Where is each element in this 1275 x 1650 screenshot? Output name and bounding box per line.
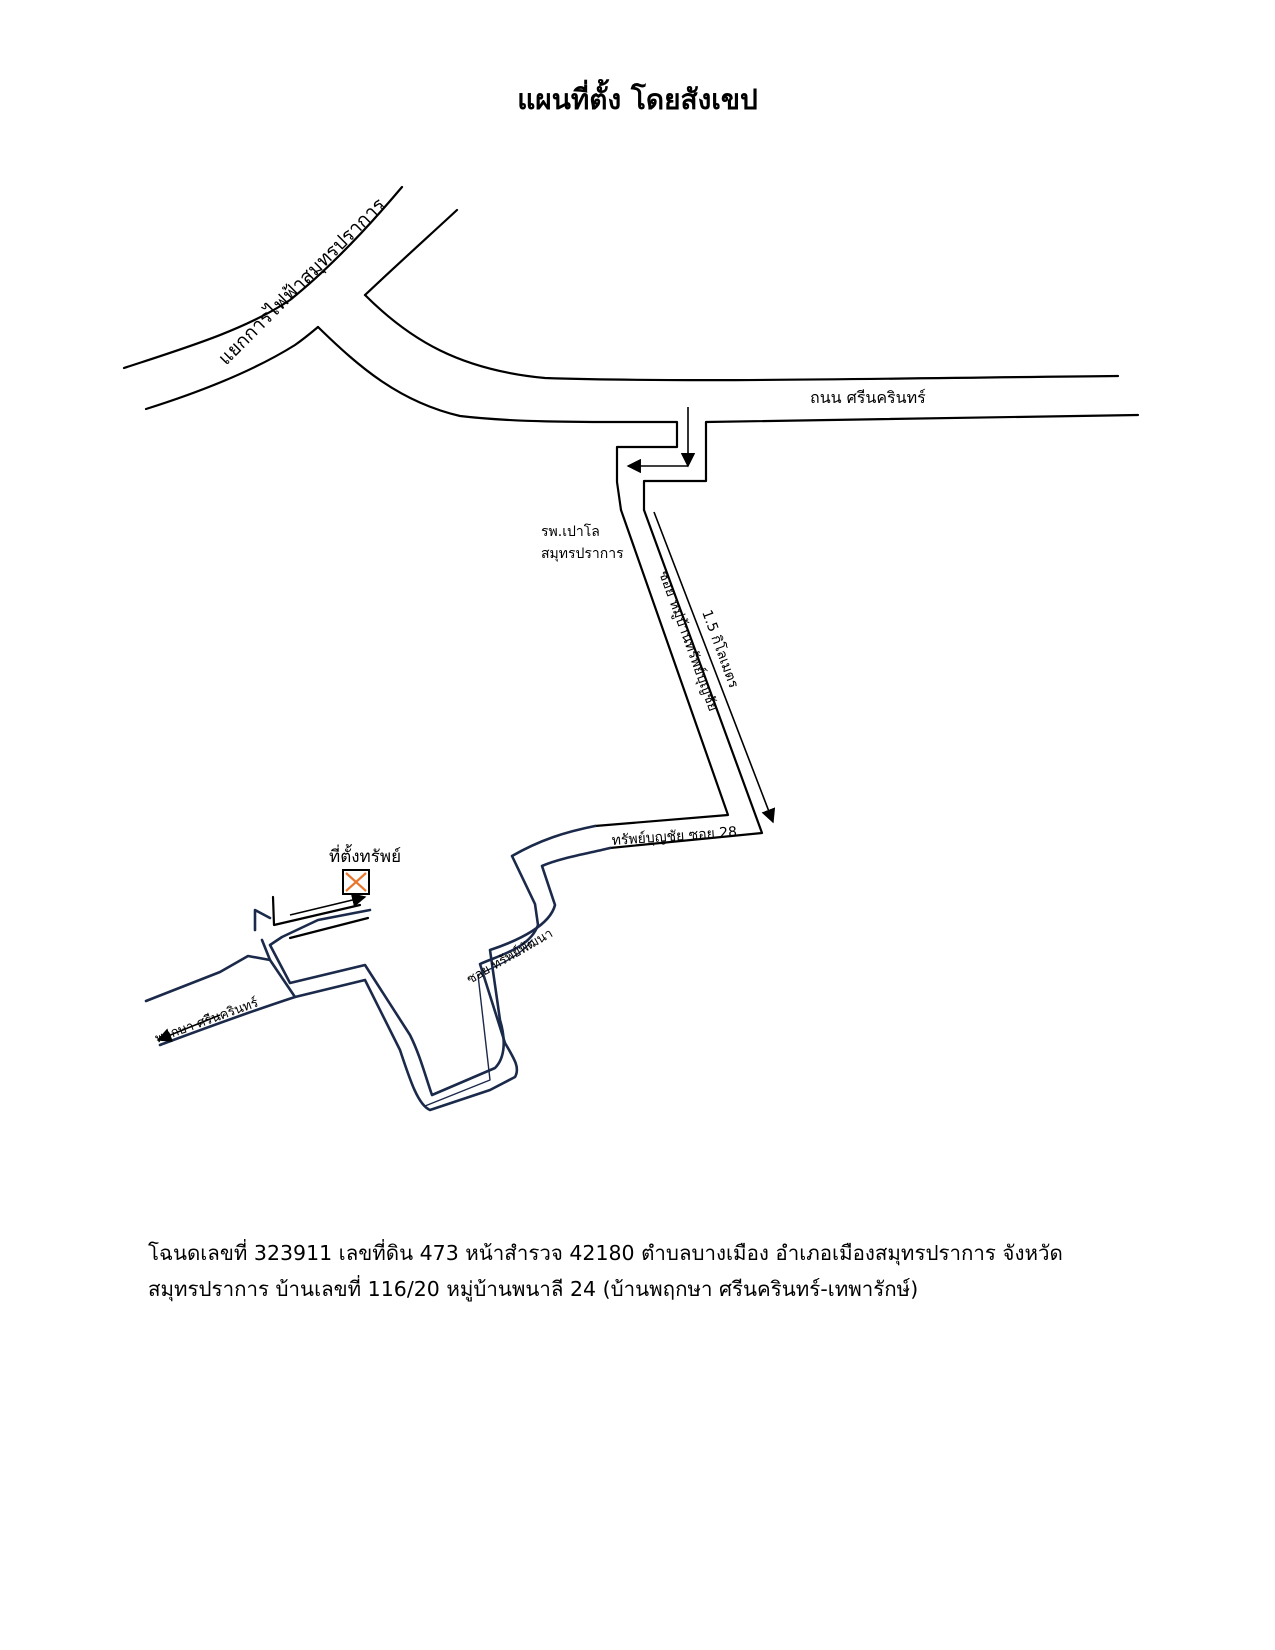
hospital-label-line2: สมุทรปราการ (541, 546, 624, 562)
village-road-label: พฤกษา ศรีนครินทร์ (153, 995, 260, 1047)
property-lane-upper-edge (271, 895, 362, 927)
property-description: โฉนดเลขที่ 323911 เลขที่ดิน 473 หน้าสำรว… (148, 1235, 1148, 1307)
soi-sap-phatthana-outer-edge (144, 824, 597, 1112)
village-road-edge (253, 908, 272, 962)
intersection-label: แยกการไฟฟ้าสมุทรปราการ (214, 194, 390, 370)
soi-village-left-edge (593, 508, 730, 828)
description-line-1: โฉนดเลขที่ 323911 เลขที่ดิน 473 หน้าสำรว… (148, 1241, 1063, 1265)
property-lane-lower-edge (288, 916, 370, 940)
description-line-2: สมุทรปราการ บ้านเลขที่ 116/20 หมู่บ้านพน… (148, 1277, 919, 1301)
soi-sap-phatthana-inner-edge (268, 846, 612, 1097)
intersection-road-lower-edge (144, 325, 320, 411)
property-arrow (289, 893, 367, 916)
village-road-arrow (156, 1014, 221, 1042)
intersection-road-upper-edge (122, 185, 404, 370)
main-road-label: ถนน ศรีนครินทร์ (810, 388, 926, 407)
soi-28-label: ทรัพย์บุญชัย ซอย 28 (611, 823, 737, 849)
property-label: ที่ตั้งทรัพย์ (329, 844, 401, 867)
boxed-x-marker-icon (342, 869, 370, 895)
intersection-road-right-edge (363, 208, 459, 297)
main-road-lower-right-edge (642, 413, 1140, 512)
page-title: แผนที่ตั้ง โดยสังเขป (517, 83, 758, 116)
distance-arrow (653, 511, 776, 824)
main-road-upper-edge (363, 293, 1120, 382)
soi-sap-phatthana-centerline (424, 939, 533, 1107)
hospital-label-line1: รพ.เปาโล (541, 523, 600, 540)
soi-village-right-edge (608, 508, 764, 850)
soi-sap-phatthana-label: ซอย ทรัพย์พัฒนา (464, 925, 556, 987)
main-road-lower-edge (316, 325, 679, 512)
